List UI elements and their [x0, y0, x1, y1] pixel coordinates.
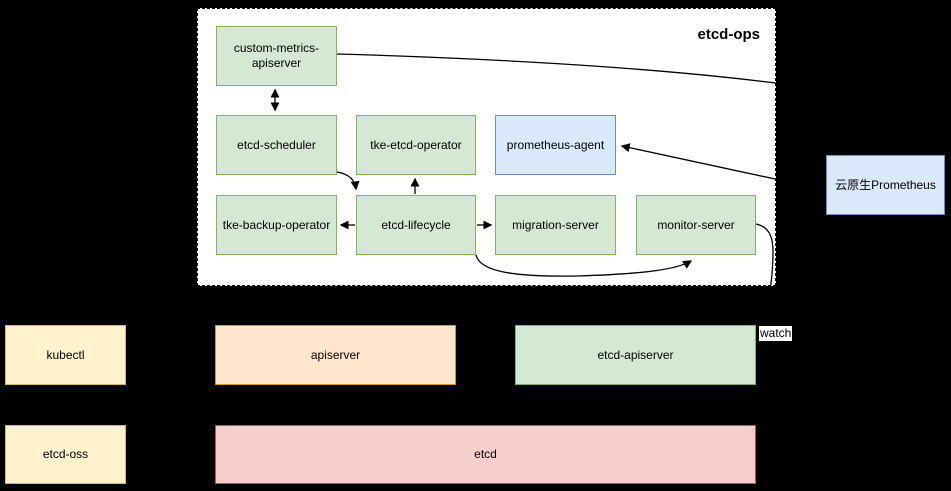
node-apiserver: apiserver	[215, 325, 456, 385]
node-prometheus-agent: prometheus-agent	[495, 115, 616, 175]
etcd-ops-group-title: etcd-ops	[697, 26, 760, 43]
node-etcd-lifecycle: etcd-lifecycle	[356, 195, 476, 255]
node-migration-server: migration-server	[495, 195, 616, 255]
node-kubectl: kubectl	[5, 325, 126, 385]
node-etcd: etcd	[215, 425, 756, 484]
node-custom-metrics-apiserver: custom-metrics-apiserver	[216, 26, 337, 86]
node-etcd-scheduler: etcd-scheduler	[216, 115, 337, 175]
node-etcd-oss: etcd-oss	[5, 425, 126, 484]
node-etcd-apiserver: etcd-apiserver	[515, 325, 756, 385]
node-monitor-server: monitor-server	[636, 195, 756, 255]
node-tke-etcd-operator: tke-etcd-operator	[356, 115, 476, 175]
edge-label-watch: watch	[759, 326, 793, 341]
node-tke-backup-operator: tke-backup-operator	[216, 195, 337, 255]
node-cloud-native-prometheus: 云原生Prometheus	[826, 155, 945, 215]
